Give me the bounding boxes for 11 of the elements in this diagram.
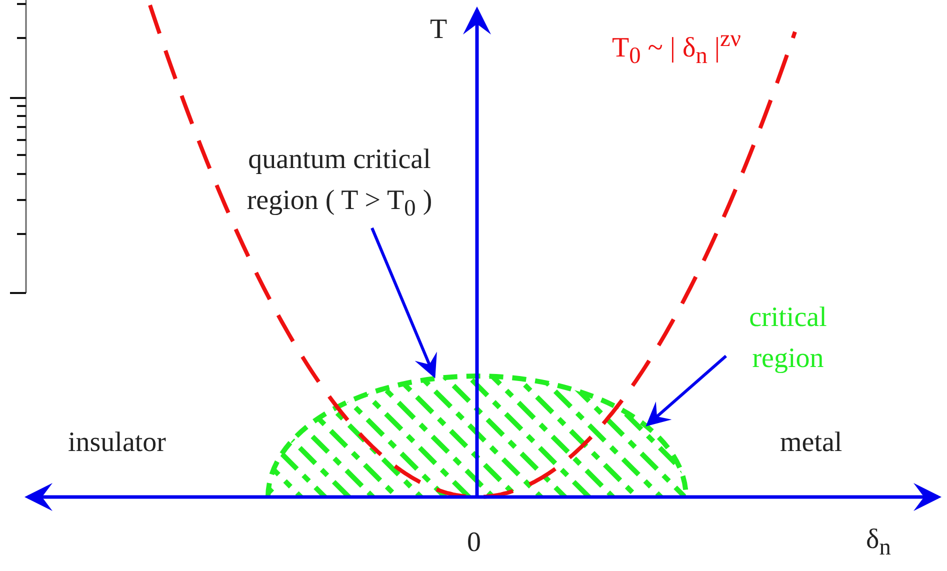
- region-label: quantum critical region ( T > T$_{0}$ ): [232, 140, 447, 226]
- axis-label: T: [430, 13, 448, 47]
- region-label: critical region: [728, 298, 848, 380]
- phase-label: insulator: [68, 426, 166, 460]
- tick-label: 0: [467, 526, 481, 560]
- axis-label: δ$_{n}$: [866, 523, 891, 563]
- leader-arrow: [646, 354, 727, 426]
- leader-arrow: [370, 227, 437, 378]
- hatched-region: [266, 374, 688, 498]
- phase-label: metal: [780, 426, 842, 460]
- scaling-formula: T$_{0}$ ~ | δ$_{n}$ |$^{zν}$: [612, 25, 741, 71]
